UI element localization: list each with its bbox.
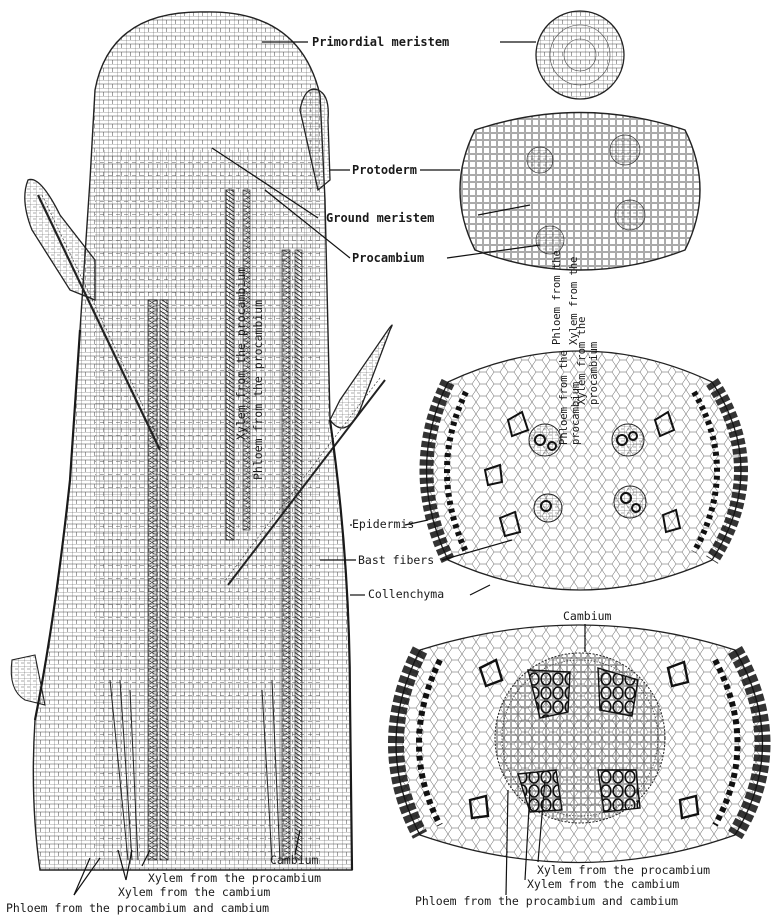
cross-section-2 bbox=[460, 113, 700, 271]
bast-fibers-label: Bast fibers bbox=[358, 553, 434, 567]
collenchyma-label: Collenchyma bbox=[368, 587, 444, 601]
cambium-left-label: Cambium bbox=[270, 853, 319, 867]
protoderm-label: Protoderm bbox=[352, 163, 417, 177]
ground-meristem-label: Ground meristem bbox=[326, 211, 434, 225]
phloem-both-right-label: Phloem from the procambium and cambium bbox=[415, 894, 678, 908]
xylem-cambium-left-label: Xylem from the cambium bbox=[118, 885, 270, 899]
xylem-cs-upper-label-a: Xylem from the bbox=[568, 256, 580, 345]
phloem-procambium-vertical-label: Phloem from the procambium bbox=[251, 300, 265, 480]
primordial-meristem-label: Primordial meristem bbox=[312, 35, 449, 49]
xylem-cambium-right-label: Xylem from the cambium bbox=[527, 877, 679, 891]
phloem-procambium-cs-label-a: Phloem from the bbox=[558, 350, 570, 445]
cambium-right-label: Cambium bbox=[563, 609, 612, 623]
xylem-procambium-left-label: Xylem from the procambium bbox=[148, 871, 321, 885]
cross-section-1 bbox=[536, 11, 624, 99]
cross-section-4 bbox=[396, 625, 763, 863]
longitudinal-section: Xylem from the procambium Phloem from th… bbox=[11, 12, 392, 870]
xylem-procambium-right-label: Xylem from the procambium bbox=[537, 863, 710, 877]
xylem-procambium-vertical-label: Xylem from the procambium bbox=[234, 267, 248, 440]
epidermis-label: Epidermis bbox=[352, 517, 414, 531]
xylem-procambium-cs-label-b: procambium bbox=[588, 342, 600, 405]
procambium-label: Procambium bbox=[352, 251, 424, 265]
cross-section-3: Phloem from the procambium Xylem from th… bbox=[427, 250, 742, 590]
phloem-cs-upper-label-a: Phloem from the bbox=[551, 250, 563, 345]
phloem-both-left-label: Phloem from the procambium and cambium bbox=[6, 901, 269, 915]
